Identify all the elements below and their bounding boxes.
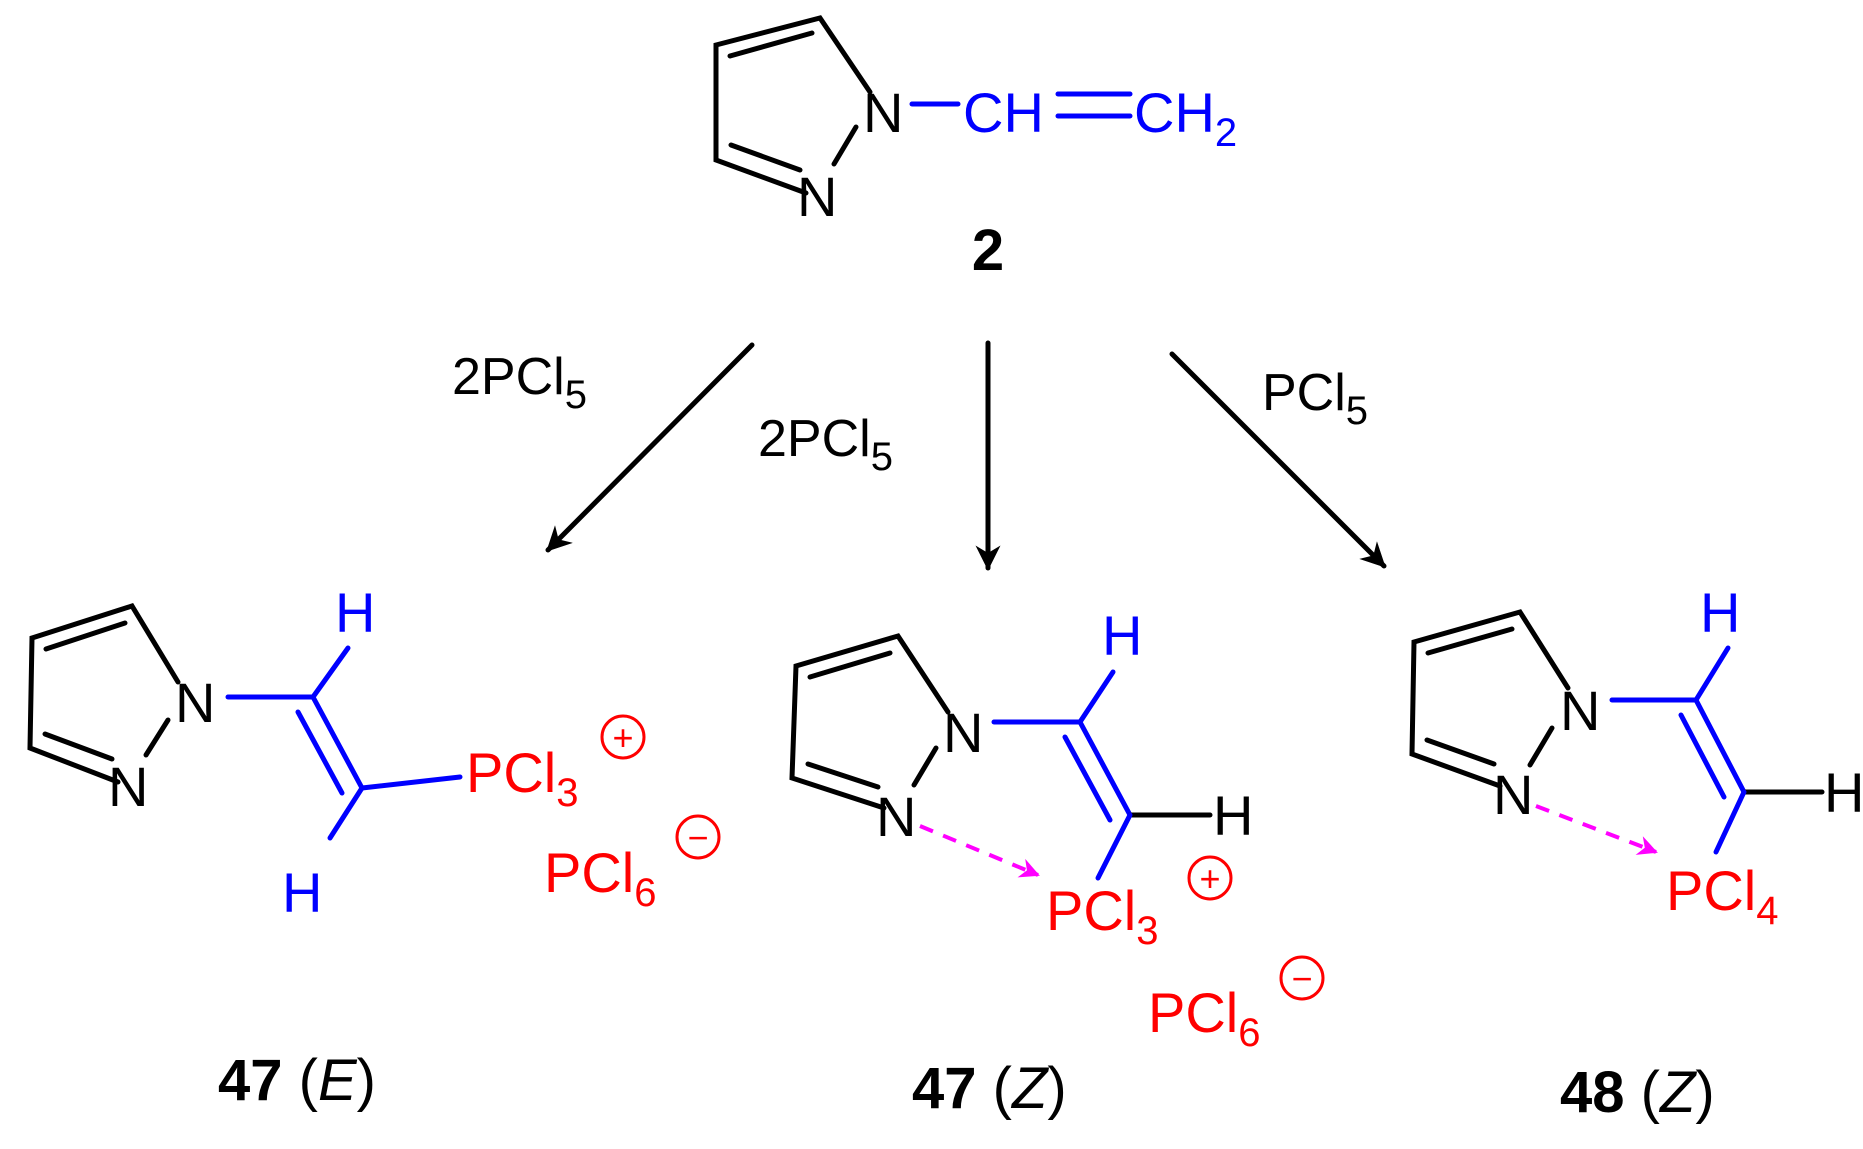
compound-48Z: N N H H PCl4 48 (Z)	[1409, 581, 1863, 1125]
plus-charge-circle	[600, 714, 646, 760]
pyrazole-ring	[713, 15, 873, 196]
reagent-middle: 2PCl5	[758, 410, 893, 479]
ring-double-bond-top	[43, 620, 128, 652]
reagent-left: 2PCl5	[452, 348, 587, 417]
arrow-to-47E	[545, 342, 755, 553]
ring-bonds	[27, 603, 181, 785]
atom-n2: N	[876, 785, 916, 848]
plus-charge-circle	[1187, 855, 1233, 901]
atom-h-right: H	[1213, 784, 1253, 847]
arrow-to-48Z	[1169, 351, 1387, 569]
compound-48Z-label: 48 (Z)	[1560, 1060, 1715, 1125]
atom-n2: N	[108, 755, 148, 818]
n-n-bond	[1527, 725, 1555, 768]
compound-47E-label: 47 (E)	[218, 1048, 376, 1113]
ring-bonds	[713, 15, 873, 196]
vinyl-ch2: CH2	[1134, 81, 1237, 155]
atom-n2: N	[797, 165, 837, 228]
n-p-coordination-arrow	[1535, 804, 1658, 855]
ca-h-bond	[1077, 669, 1116, 725]
ca-cb-double-bond	[295, 709, 345, 796]
ca-h-bond	[1693, 645, 1731, 703]
compound-47Z-label: 47 (Z)	[912, 1056, 1067, 1121]
n-n-bond	[143, 717, 171, 758]
minus-charge-sign: −	[1291, 958, 1312, 999]
ring-double-bond-bottom	[42, 731, 115, 762]
plus-charge-sign: +	[612, 717, 633, 758]
compound-47Z: N N H H PCl3 + PCl6 − 47 (Z)	[789, 604, 1325, 1121]
cb-h-bond	[327, 785, 365, 841]
ring-double-bond-bottom	[728, 142, 803, 173]
atom-h-right: H	[1824, 761, 1863, 824]
cb-p-bond	[1713, 789, 1747, 855]
ca-cb-double-bond	[1062, 734, 1113, 823]
ring-bonds	[1409, 609, 1571, 789]
minus-charge-circle	[1279, 955, 1325, 1001]
atom-h-top: H	[1700, 581, 1740, 644]
atom-n1: N	[863, 81, 903, 144]
cb-p-bond	[1095, 812, 1133, 881]
reaction-arrows	[545, 340, 1387, 571]
atom-h-top: H	[335, 581, 375, 644]
ca-h-bond	[310, 645, 351, 700]
cation-pcl3: PCl3	[466, 741, 578, 815]
pyrazole-ring	[27, 603, 181, 785]
neutral-pcl4: PCl4	[1666, 859, 1778, 933]
ca-cb-bond	[1693, 697, 1747, 795]
pyrazole-ring	[1409, 609, 1571, 789]
reagent-right: PCl5	[1262, 364, 1368, 433]
anion-pcl6: PCl6	[544, 841, 656, 915]
atom-h-bottom: H	[282, 861, 322, 924]
atom-n2: N	[1493, 763, 1533, 826]
anion-pcl6: PCl6	[1148, 981, 1260, 1055]
atom-n1: N	[1560, 679, 1600, 742]
plus-charge-sign: +	[1199, 858, 1220, 899]
cb-p-bond-blue	[359, 774, 463, 791]
vinyl-ch: CH	[963, 81, 1044, 144]
n-n-bond	[911, 745, 939, 788]
minus-charge-circle	[675, 814, 721, 860]
ring-double-bond-bottom	[1424, 737, 1497, 767]
compound-2: N N CH CH2 2	[713, 15, 1237, 283]
n-n-bond	[831, 124, 859, 167]
cation-pcl3: PCl3	[1046, 879, 1158, 953]
ca-cb-bond	[1077, 719, 1133, 818]
atom-n1: N	[175, 671, 215, 734]
atom-h-top: H	[1102, 604, 1142, 667]
ca-cb-double-bond	[1678, 712, 1727, 800]
compound-2-label: 2	[972, 218, 1004, 283]
ring-double-bond-top	[727, 30, 815, 59]
ring-bonds	[789, 633, 951, 811]
ring-double-bond-top	[807, 650, 893, 680]
pyrazole-ring	[789, 633, 951, 811]
compound-47E: N N H H PCl3 + PCl6 − 47 (E)	[27, 581, 721, 1113]
ring-double-bond-bottom	[805, 761, 881, 790]
n-p-coordination-arrow	[919, 824, 1040, 878]
atom-n1: N	[943, 701, 983, 764]
minus-charge-sign: −	[687, 817, 708, 858]
ca-cb-bond	[310, 694, 365, 791]
ring-double-bond-top	[1425, 626, 1515, 656]
